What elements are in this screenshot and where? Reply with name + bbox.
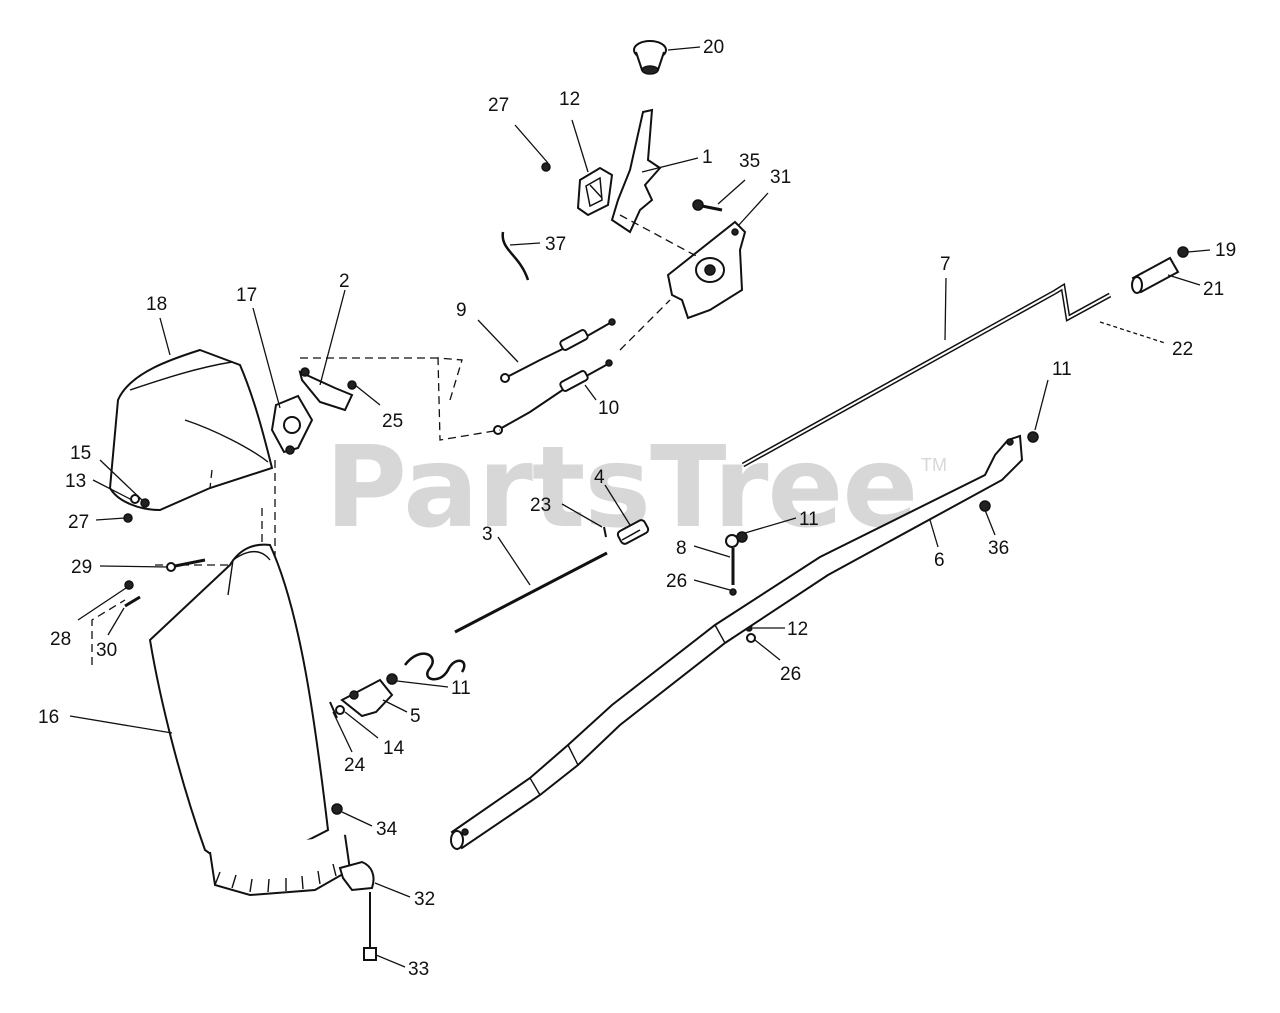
nut-26b-part[interactable] bbox=[746, 633, 756, 643]
callout-29: 29 bbox=[71, 557, 92, 578]
nut-11c-part[interactable] bbox=[386, 673, 398, 685]
callout-13: 13 bbox=[65, 471, 86, 492]
nut-34-part[interactable] bbox=[331, 803, 343, 815]
callout-32: 32 bbox=[414, 889, 435, 910]
nut-36-part[interactable] bbox=[979, 500, 991, 512]
spring-37-part[interactable] bbox=[501, 231, 530, 281]
watermark-trademark: TM bbox=[921, 455, 947, 475]
washer-15-part[interactable] bbox=[140, 498, 150, 508]
callout-27: 27 bbox=[488, 95, 509, 116]
leader-dashed bbox=[619, 214, 701, 259]
bolt-33-part[interactable] bbox=[363, 892, 377, 961]
chute-lever-part[interactable] bbox=[610, 108, 662, 234]
callout-17: 17 bbox=[236, 285, 257, 306]
callout-11: 11 bbox=[1052, 359, 1072, 380]
callout-9: 9 bbox=[456, 300, 467, 321]
pin-23-part[interactable] bbox=[603, 526, 607, 538]
callout-21: 21 bbox=[1203, 279, 1224, 300]
callout-33: 33 bbox=[408, 959, 429, 980]
nut-27-part[interactable] bbox=[541, 162, 551, 172]
callout-20: 20 bbox=[703, 37, 724, 58]
callout-30: 30 bbox=[96, 640, 117, 661]
callout-26: 26 bbox=[666, 571, 687, 592]
discharge-chute-16-part[interactable] bbox=[148, 543, 352, 897]
nut-11a-part[interactable] bbox=[1027, 431, 1039, 443]
callout-12b: 12 bbox=[787, 619, 808, 640]
callout-11b: 11 bbox=[799, 509, 819, 530]
cable-guide-part[interactable] bbox=[576, 166, 614, 217]
rod-7-part[interactable] bbox=[741, 282, 1112, 468]
pin-24-part[interactable] bbox=[329, 701, 338, 719]
bracket-32-part[interactable] bbox=[338, 860, 375, 892]
crank-tube-6-part[interactable] bbox=[450, 434, 1024, 850]
callout-37: 37 bbox=[545, 234, 566, 255]
callout-27b: 27 bbox=[68, 512, 89, 533]
bolt-35-part[interactable] bbox=[692, 199, 723, 212]
callout-36: 36 bbox=[988, 538, 1009, 559]
callout-8: 8 bbox=[676, 538, 687, 559]
eyebolt-8-part[interactable] bbox=[725, 534, 739, 585]
nut-27b-part[interactable] bbox=[123, 513, 133, 523]
callout-28: 28 bbox=[50, 629, 71, 650]
cable-10-part[interactable] bbox=[493, 359, 613, 435]
bracket-2-part[interactable] bbox=[298, 367, 357, 412]
chute-bracket-17-part[interactable] bbox=[270, 394, 314, 455]
callout-11c: 11 bbox=[451, 678, 471, 699]
callout-15: 15 bbox=[70, 443, 91, 464]
callout-10: 10 bbox=[598, 398, 619, 419]
bracket-5-part[interactable] bbox=[340, 678, 394, 718]
nut-28-part[interactable] bbox=[124, 580, 134, 590]
rod-3-part[interactable] bbox=[404, 551, 608, 681]
screw-30-part[interactable] bbox=[124, 595, 141, 608]
callout-3: 3 bbox=[482, 524, 493, 545]
callout-7: 7 bbox=[940, 254, 951, 275]
callout-22: 22 bbox=[1172, 339, 1193, 360]
nut-11b-part[interactable] bbox=[736, 531, 748, 543]
grip-21-part[interactable] bbox=[1131, 256, 1180, 294]
callout-1: 1 bbox=[702, 147, 713, 168]
callout-19: 19 bbox=[1215, 240, 1236, 261]
callout-labels: 20 27 12 1 35 31 37 19 21 7 22 18 17 2 9… bbox=[38, 37, 1236, 980]
callout-4: 4 bbox=[594, 467, 605, 488]
callout-23: 23 bbox=[530, 495, 551, 516]
cap-19-part[interactable] bbox=[1177, 246, 1189, 258]
callout-25: 25 bbox=[382, 411, 403, 432]
callout-2: 2 bbox=[339, 271, 350, 292]
nut-26a-part[interactable] bbox=[729, 588, 737, 596]
callout-6: 6 bbox=[934, 550, 945, 571]
callout-26b: 26 bbox=[780, 664, 801, 685]
callout-34: 34 bbox=[376, 819, 398, 840]
knob-part[interactable] bbox=[633, 40, 667, 75]
callout-5: 5 bbox=[410, 706, 421, 727]
callout-18: 18 bbox=[146, 294, 167, 315]
leader-lines bbox=[69, 46, 1211, 968]
callout-24: 24 bbox=[344, 755, 366, 776]
cable-9-part[interactable] bbox=[500, 318, 616, 383]
callout-14: 14 bbox=[383, 738, 405, 759]
washer-14-part[interactable] bbox=[335, 705, 345, 715]
callout-16: 16 bbox=[38, 707, 59, 728]
coupler-4-part[interactable] bbox=[616, 519, 650, 545]
bolt-29-part[interactable] bbox=[166, 558, 206, 572]
callout-12: 12 bbox=[559, 89, 580, 110]
watermark: PartsTree bbox=[325, 423, 918, 553]
mounting-bracket-part[interactable] bbox=[666, 220, 747, 320]
chute-deflector-18-part[interactable] bbox=[108, 348, 274, 512]
callout-35: 35 bbox=[739, 151, 760, 172]
callout-31: 31 bbox=[770, 167, 791, 188]
